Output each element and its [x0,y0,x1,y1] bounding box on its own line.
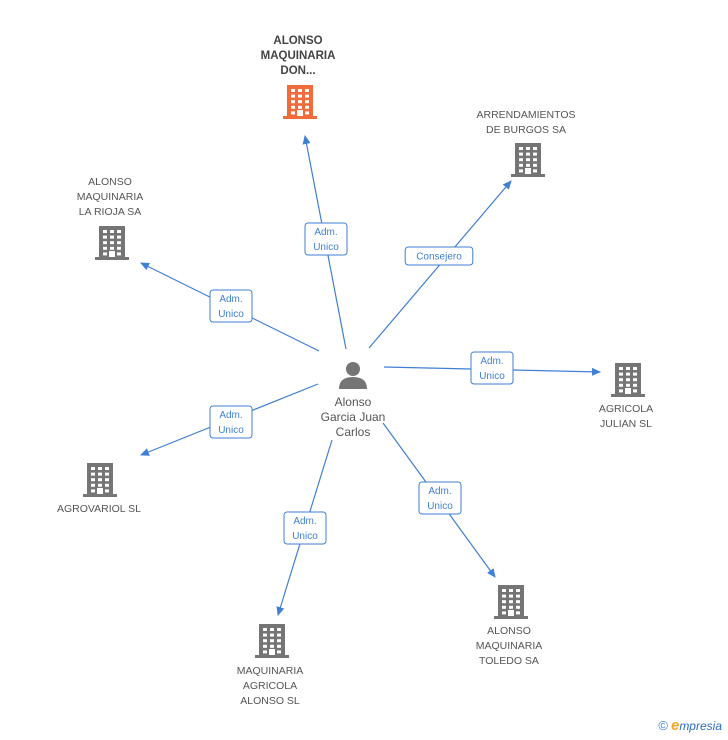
copyright-icon: © [658,718,668,733]
building-icon[interactable] [83,463,117,497]
edge-label-text: Adm.Unico [479,356,505,382]
edge-n4: Adm.Unico [383,351,601,385]
edge-n5: Adm.Unico [140,383,319,456]
edge-label-text: Adm.Unico [218,294,244,320]
edge-label-text: Adm.Unico [218,410,244,436]
company-node[interactable]: AGROVARIOL SL [57,463,141,515]
building-icon[interactable] [95,226,129,260]
edge-role-label[interactable]: Adm.Unico [209,289,253,323]
building-icon[interactable] [511,143,545,177]
building-icon[interactable] [494,585,528,619]
edge-role-label[interactable]: Adm.Unico [418,481,462,515]
person-icon[interactable] [339,362,367,389]
building-icon[interactable] [283,85,317,119]
edge-label-text: Adm.Unico [313,227,339,253]
edge-n2: Consejero [368,180,512,349]
edge-label-text: Adm.Unico [292,516,318,542]
edge-role-label[interactable]: Adm.Unico [470,351,514,385]
company-name: AGROVARIOL SL [57,503,141,515]
edge-n6: Adm.Unico [382,422,496,578]
edge-role-label[interactable]: Adm.Unico [304,222,348,256]
edge-role-label[interactable]: Consejero [404,246,474,266]
brand-logo: empresia [670,717,722,734]
edge-n7: Adm.Unico [276,439,333,616]
edge-label-text: Consejero [416,252,462,263]
brand-footer: © empresia [658,717,722,734]
building-icon[interactable] [611,363,645,397]
edge-label-text: Adm.Unico [427,486,453,512]
edge-n3: Adm.Unico [140,262,320,352]
edge-role-label[interactable]: Adm.Unico [283,511,327,545]
edge-role-label[interactable]: Adm.Unico [209,405,253,439]
building-icon[interactable] [255,624,289,658]
edge-n1: Adm.Unico [302,135,348,350]
